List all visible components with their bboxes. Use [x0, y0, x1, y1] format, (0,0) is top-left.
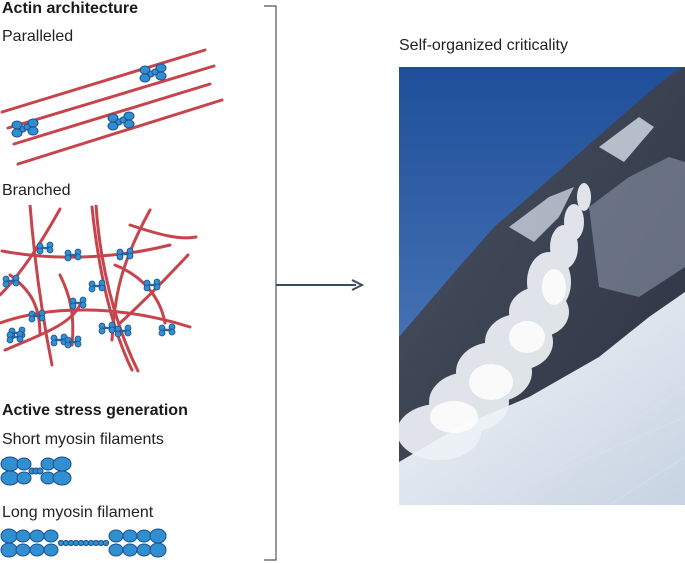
label-short-myosin: Short myosin filaments: [2, 431, 164, 448]
label-branched: Branched: [2, 182, 71, 199]
branched-actin-diagram: [0, 205, 198, 373]
long-myosin-filament-diagram: [0, 528, 167, 558]
myosin-cluster-icon: [139, 63, 167, 83]
avalanche-photo: [399, 67, 685, 505]
grouping-bracket: [264, 5, 277, 561]
right-panel-title: Self-organized criticality: [399, 37, 568, 54]
section-heading-actin-architecture: Actin architecture: [2, 0, 139, 17]
myosin-cluster-icon: [36, 241, 54, 255]
paralleled-actin-diagram: [0, 48, 224, 166]
section-heading-active-stress: Active stress generation: [2, 402, 188, 419]
label-long-myosin: Long myosin filament: [2, 504, 154, 521]
right-arrow-icon: [276, 279, 365, 291]
label-paralleled: Paralleled: [2, 28, 74, 45]
short-myosin-filament-diagram: [0, 456, 72, 486]
